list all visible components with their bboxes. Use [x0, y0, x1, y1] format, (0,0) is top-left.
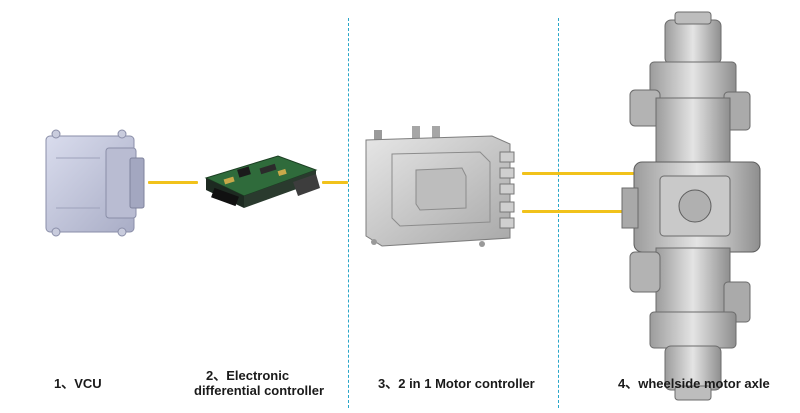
- label-vcu: 1、VCU: [54, 376, 102, 391]
- divider-line-1: [348, 18, 349, 408]
- motor-controller: [365, 126, 515, 247]
- label-axle: 4、wheelside motor axle: [618, 376, 770, 391]
- label-edc-line2: differential controller: [194, 383, 325, 398]
- wire-controller-to-axle-2: [522, 210, 634, 213]
- wire-edc-to-controller: [322, 181, 348, 184]
- wire-vcu-to-edc: [148, 181, 198, 184]
- label-edc-line1: 2、Electronic: [206, 368, 290, 383]
- label-motor-controller: 3、2 in 1 Motor controller: [378, 376, 535, 391]
- wire-controller-to-axle-1: [522, 172, 634, 175]
- vcu-unit: [45, 129, 145, 237]
- wheelside-motor-axle: [621, 11, 761, 401]
- electronic-differential-controller: [204, 155, 320, 208]
- divider-line-2: [558, 18, 559, 408]
